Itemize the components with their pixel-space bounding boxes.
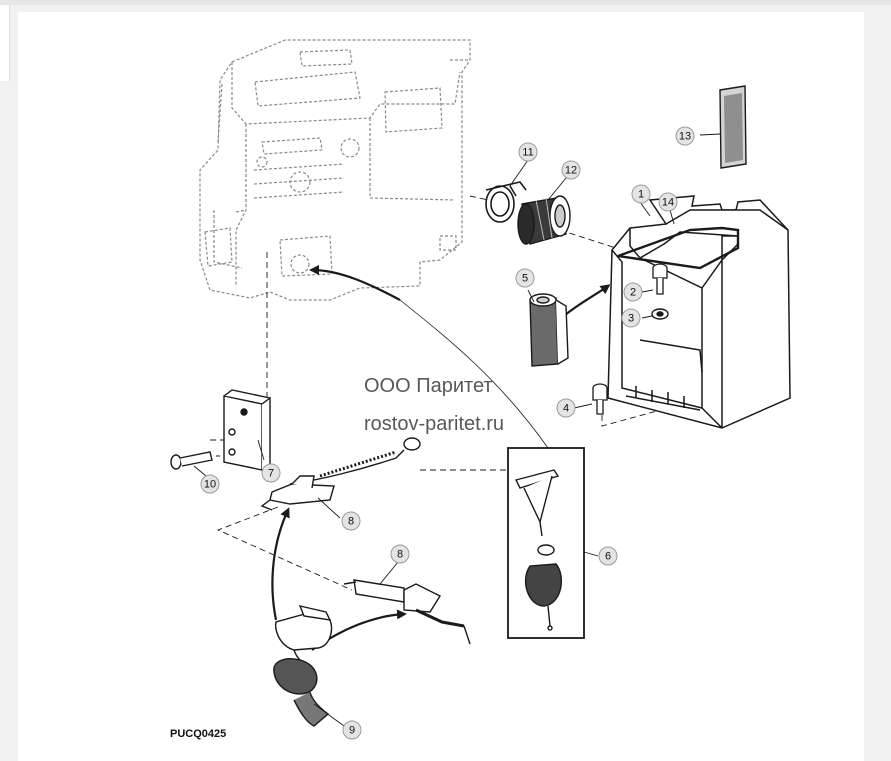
callout-label: 8: [348, 516, 354, 528]
callout-12: 12: [561, 160, 581, 180]
callout-2: 2: [623, 282, 643, 302]
callout-circle: [515, 268, 535, 288]
arrow-to-housing: [309, 265, 401, 301]
callout-14: 14: [658, 192, 678, 212]
top-bar: [0, 0, 891, 5]
callout-circle: [675, 126, 695, 146]
part-2-screw: [652, 263, 668, 295]
callout-label: 9: [349, 725, 355, 737]
arrow-to-sensor-upper: [271, 507, 290, 621]
callout-7: 7: [261, 463, 281, 483]
callout-6: 6: [598, 546, 618, 566]
callout-5: 5: [515, 268, 535, 288]
part-10-bolt: [170, 451, 213, 470]
left-edge-strip: [0, 5, 10, 81]
part-9-cable: [273, 605, 333, 727]
callout-label: 7: [268, 468, 274, 480]
callout-label: 5: [522, 273, 528, 285]
part-8-sensor-lower: [343, 579, 471, 645]
callout-label: 2: [630, 287, 636, 299]
callout-label: 4: [563, 403, 569, 415]
callout-circle: [623, 282, 643, 302]
callout-4: 4: [556, 398, 576, 418]
part-13-strip: [719, 85, 747, 169]
part-4-screw: [592, 383, 608, 415]
callout-circle: [658, 192, 678, 212]
callout-label: 3: [628, 313, 634, 325]
callout-label: 1: [638, 189, 644, 201]
callout-label: 13: [679, 131, 691, 143]
callout-13: 13: [675, 126, 695, 146]
drawing-code: PUCQ0425: [170, 728, 226, 740]
callout-circle: [261, 463, 281, 483]
callout-8: 8: [390, 544, 410, 564]
callout-label: 14: [662, 197, 674, 209]
callout-9: 9: [342, 720, 362, 740]
callout-label: 11: [522, 147, 533, 159]
callout-10: 10: [200, 474, 220, 494]
callout-1: 1: [631, 184, 651, 204]
callout-circle: [342, 720, 362, 740]
callout-circle: [561, 160, 581, 180]
callout-circle: [631, 184, 651, 204]
callout-circle: [598, 546, 618, 566]
watermark-company: ООО Паритет: [364, 375, 493, 397]
part-7-bracket: [223, 389, 271, 471]
part-8-sensor-upper: [260, 437, 421, 511]
callout-circle: [518, 142, 538, 162]
arrow-to-cover: [563, 284, 611, 317]
callout-label: 8: [397, 549, 403, 561]
part-12-bellows: [517, 195, 571, 245]
callout-11: 11: [518, 142, 538, 162]
callout-circle: [341, 511, 361, 531]
callout-label: 6: [605, 551, 611, 563]
machine-housing-outline: [199, 39, 471, 301]
callout-leaders: [193, 133, 721, 727]
callout-8: 8: [341, 511, 361, 531]
part-5-sleeve: [529, 293, 569, 367]
callout-label: 10: [204, 479, 216, 491]
callout-circle: [556, 398, 576, 418]
callout-circle: [390, 544, 410, 564]
detail-leader-line: [399, 299, 549, 449]
callout-circle: [621, 308, 641, 328]
watermark-website: rostov-paritet.ru: [364, 413, 504, 435]
part-6-detail-box: [507, 447, 585, 639]
callout-circle: [200, 474, 220, 494]
callout-label: 12: [565, 165, 577, 177]
part-11-clamp: [485, 181, 527, 223]
part-3-washer: [651, 308, 669, 320]
callout-3: 3: [621, 308, 641, 328]
